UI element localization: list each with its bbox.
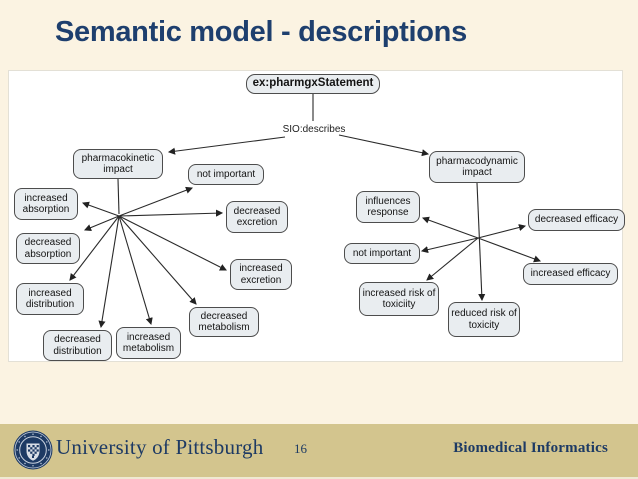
diagram-edges [69,94,542,329]
node-increased-efficacy: increased efficacy [523,263,618,285]
node-increased-excretion: increased excretion [230,259,292,290]
node-increased-distribution: increased distribution [16,283,84,315]
node-reduced-risk-of-toxicity: reduced risk of toxicity [448,302,520,337]
node-decreased-absorption: decreased absorption [16,233,80,264]
node-increased-absorption: increased absorption [14,188,78,220]
node-increased-risk-of-toxicity: increased risk of toxiciity [359,282,439,316]
node-pharmacokinetic-impact: pharmacokinetic impact [73,149,163,179]
pitt-seal-icon [13,430,53,470]
node-decreased-excretion: decreased excretion [226,201,288,233]
node-influences-response: influences response [356,191,420,223]
department-name: Biomedical Informatics [453,440,608,456]
node-decreased-metabolism: decreased metabolism [189,307,259,337]
node-decreased-distribution: decreased distribution [43,330,112,361]
footer-bottom-strip [0,477,638,479]
footer-bar: University of Pittsburgh 16 Biomedical I… [0,424,638,477]
page-number: 16 [294,441,307,456]
node-not-important-right: not important [344,243,420,264]
node-decreased-efficacy: decreased efficacy [528,209,625,231]
node-not-important-left: not important [188,164,264,185]
node-pharmacodynamic-impact: pharmacodynamic impact [429,151,525,183]
edge-label-sio-describes: SIO:describes [282,124,346,135]
node-pharmgx-statement: ex:pharmgxStatement [246,74,380,94]
university-name: University of Pittsburgh [56,435,264,459]
semantic-model-diagram: SIO:describes ex:pharmgxStatement pharma… [8,70,625,362]
node-increased-metabolism: increased metabolism [116,327,181,359]
page-title: Semantic model - descriptions [55,16,467,48]
